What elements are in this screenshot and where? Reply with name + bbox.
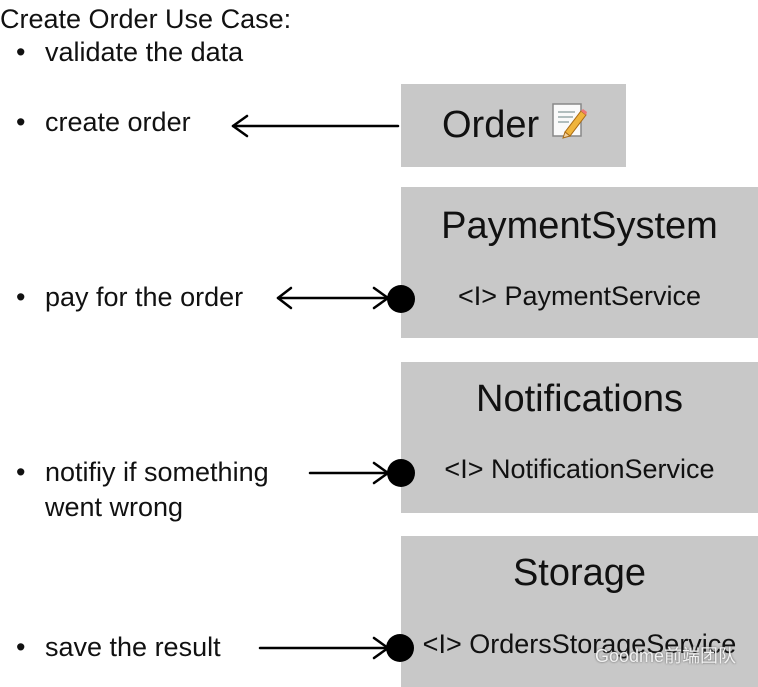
notification-port-dot	[387, 459, 415, 487]
storage-module-box: Storage <I> OrdersStorageService	[401, 536, 758, 687]
arrow-notify	[308, 461, 400, 485]
notifications-interface-label: <I> NotificationService	[444, 454, 715, 484]
storage-port-dot	[386, 634, 414, 662]
memo-icon	[551, 101, 587, 139]
bullet-icon: •	[16, 457, 26, 487]
order-title: Order	[442, 104, 540, 146]
step-label: validate the data	[45, 37, 244, 67]
step-label: save the result	[45, 632, 221, 662]
payment-title: PaymentSystem	[441, 205, 718, 247]
arrow-pay	[276, 286, 400, 310]
payment-port-dot	[387, 285, 415, 313]
arrow-create-order	[231, 114, 400, 138]
order-module-box: Order	[401, 84, 626, 167]
storage-interface-label: <I> OrdersStorageService	[422, 629, 737, 659]
step-label: pay for the order	[45, 282, 244, 312]
step-label: create order	[45, 107, 191, 137]
watermark-text: Goodme前端团队	[594, 646, 736, 666]
notifications-module-box: Notifications <I> NotificationService	[401, 362, 758, 513]
bullet-icon: •	[16, 107, 26, 137]
payment-interface-label: <I> PaymentService	[457, 281, 702, 311]
arrow-save	[258, 636, 400, 660]
payment-module-box: PaymentSystem <I> PaymentService	[401, 187, 758, 338]
storage-title: Storage	[512, 552, 647, 594]
step-label: notifiy if something	[45, 457, 269, 487]
bullet-icon: •	[16, 282, 26, 312]
diagram-heading: Create Order Use Case:	[0, 4, 292, 34]
step-label-line2: went wrong	[45, 492, 184, 522]
notifications-title: Notifications	[476, 378, 683, 420]
bullet-icon: •	[16, 632, 26, 662]
bullet-icon: •	[16, 37, 26, 67]
